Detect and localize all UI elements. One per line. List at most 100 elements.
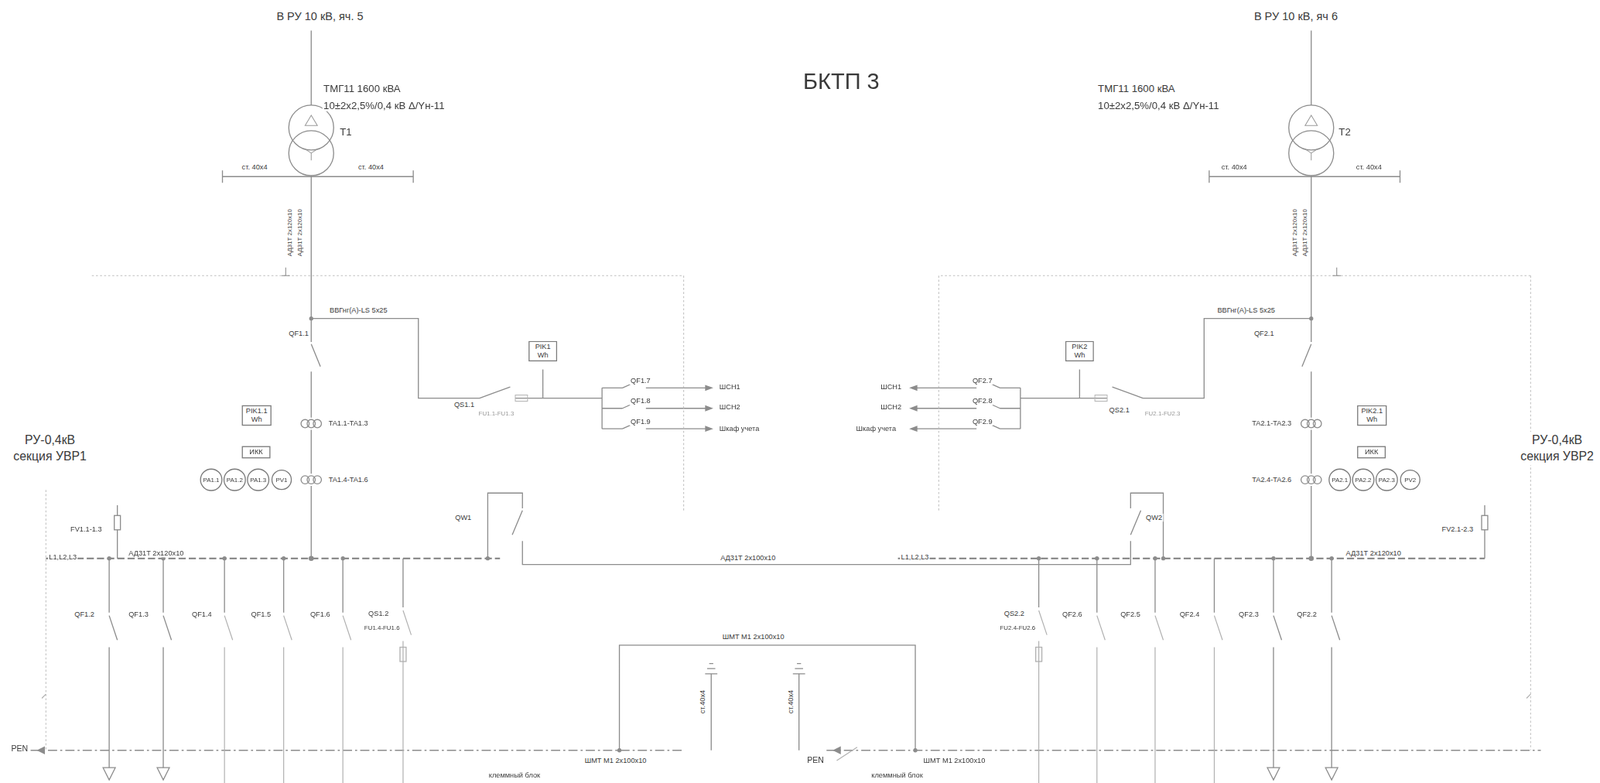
designation-label: АД31Т 2х120х10 [1302, 208, 1309, 258]
designation-label: 10±2х2,5%/0,4 кВ Δ/Yн-11 [322, 99, 446, 112]
designation-label: ТМГ11 1600 кВА [322, 82, 402, 95]
designation-label: TA1.4-TA1.6 [327, 475, 370, 484]
designation-label: FV1.1-1.3 [69, 525, 103, 534]
node-text: Wh [1360, 415, 1383, 424]
junction-dot [1152, 556, 1157, 561]
node-text: PV2 [1404, 476, 1416, 484]
feeder-wire [109, 492, 1485, 768]
designation-label: QF2.1 [1253, 329, 1276, 338]
junction-dot [912, 748, 917, 753]
designation-label: QF2.6 [1061, 610, 1084, 619]
designation-label: L1,L2,L3 [899, 553, 930, 561]
designation-label: ВВГнг(А)-LS 5х25 [1216, 306, 1276, 315]
meter-box: PIK1Wh [528, 341, 558, 363]
designation-label: QS2.2 [1002, 609, 1026, 618]
junction-dot [222, 556, 227, 561]
designation-label: QF1.3 [127, 610, 150, 619]
designation-label: ШСН2 [879, 403, 903, 411]
designation-label: T1 [338, 126, 353, 139]
designation-label: АД31Т 2х120х10 [287, 208, 294, 258]
meter-circle: PA2.2 [1352, 468, 1375, 492]
designation-label: АД31Т 2х120х10 [297, 208, 304, 258]
node-text: PV1 [276, 476, 288, 484]
designation-label: клеммный блок [870, 771, 924, 780]
node-text: Wh [246, 415, 268, 424]
left-transformer-group [92, 30, 714, 559]
meter-circle: PV1 [271, 469, 292, 490]
designation-label: FU2.4-FU2.6 [998, 624, 1036, 632]
node-text: Wh [1069, 351, 1090, 360]
designation-label: QF2.4 [1178, 610, 1200, 619]
junction-dot [1161, 556, 1166, 561]
designation-label: ВВГнг(А)-LS 5х25 [328, 306, 389, 315]
meter-circle: PA1.1 [200, 468, 223, 492]
designation-label: T2 [1337, 126, 1352, 139]
designation-label: L1,L2,L3 [47, 553, 79, 561]
designation-label: QW2 [1145, 513, 1164, 522]
junction-dot [1036, 556, 1041, 561]
designation-label: клеммный блок [487, 771, 541, 780]
designation-label: ШМТ М1 2х100х10 [721, 632, 785, 641]
junction-dot [106, 556, 111, 561]
designation-label: QF1.5 [249, 610, 272, 619]
junction-dot [617, 748, 622, 753]
meter-circle: PA1.3 [246, 468, 270, 492]
designation-label: QF2.5 [1119, 610, 1142, 619]
designation-label: В РУ 10 кВ, яч. 5 [275, 10, 365, 23]
designation-label: Шкаф учета [854, 424, 897, 433]
designation-label: QF2.8 [971, 396, 994, 405]
pen-conductor [30, 749, 1542, 752]
designation-label: ст. 40х4 [240, 163, 269, 171]
surge-arrester [114, 515, 121, 530]
designation-label: 10±2х2,5%/0,4 кВ Δ/Yн-11 [1097, 99, 1221, 112]
designation-label: ст. 40х4 [1220, 163, 1248, 171]
designation-label: QF1.7 [629, 376, 652, 385]
designation-label: АД31Т 2х100х10 [719, 553, 777, 562]
designation-label: QW1 [454, 513, 473, 522]
designation-label: QF2.7 [971, 376, 994, 385]
designation-label: ст. 40х4 [357, 163, 386, 171]
designation-label: ШСН1 [879, 382, 903, 391]
designation-label: FU1.4-FU1.6 [363, 624, 401, 632]
node-text: PIK1.1 [246, 406, 268, 416]
designation-label: QS1.1 [453, 401, 476, 410]
feeder-wire [41, 610, 1531, 783]
designation-label: FU2.1-FU2.3 [1143, 410, 1181, 418]
designation-label: QF1.4 [191, 610, 213, 619]
junction-dots [106, 555, 1334, 753]
junction-dot [1308, 555, 1314, 561]
meter-circle: PV2 [1400, 469, 1421, 490]
node-text: PA1.2 [226, 476, 243, 484]
node-text: PIK2 [1069, 342, 1090, 352]
meter-box: PIK1.1Wh [242, 405, 272, 427]
designation-label: TA2.4-TA2.6 [1251, 475, 1293, 484]
designation-label: QF1.6 [309, 610, 332, 619]
node-text: PA2.3 [1378, 476, 1395, 484]
designation-label: QF1.2 [73, 610, 96, 619]
designation-label: ШМТ М1 2х100х10 [922, 756, 986, 765]
designation-label: ШМТ М1 2х100х10 [583, 756, 647, 765]
designation-label: PEN [806, 756, 825, 766]
right-transformer-group [909, 30, 1531, 559]
node-text: PA1.1 [203, 476, 220, 484]
junction-dot [1094, 556, 1099, 561]
designation-label: ст.40х4 [698, 689, 706, 715]
meter-circle: PA2.3 [1375, 468, 1399, 492]
diagram-title: БКТП 3 [802, 69, 881, 95]
designation-label: QS2.1 [1107, 406, 1131, 414]
surge-arrester [1481, 515, 1488, 530]
designation-label: ШСН1 [717, 382, 742, 391]
meter-circle: PA1.2 [223, 468, 247, 492]
designation-label: FU1.1-FU1.3 [477, 410, 515, 418]
node-text: ИКК [1360, 447, 1382, 457]
designation-label: QF1.8 [629, 396, 652, 405]
designation-label: ст. 40х4 [1354, 163, 1383, 171]
designation-label: QF2.2 [1295, 610, 1318, 619]
designation-label: ШСН2 [717, 403, 742, 411]
junction-dot [308, 555, 315, 561]
node-text: PIK2.1 [1360, 406, 1383, 416]
designation-label: PEN [10, 745, 29, 755]
fuse-symbol [1035, 646, 1043, 661]
